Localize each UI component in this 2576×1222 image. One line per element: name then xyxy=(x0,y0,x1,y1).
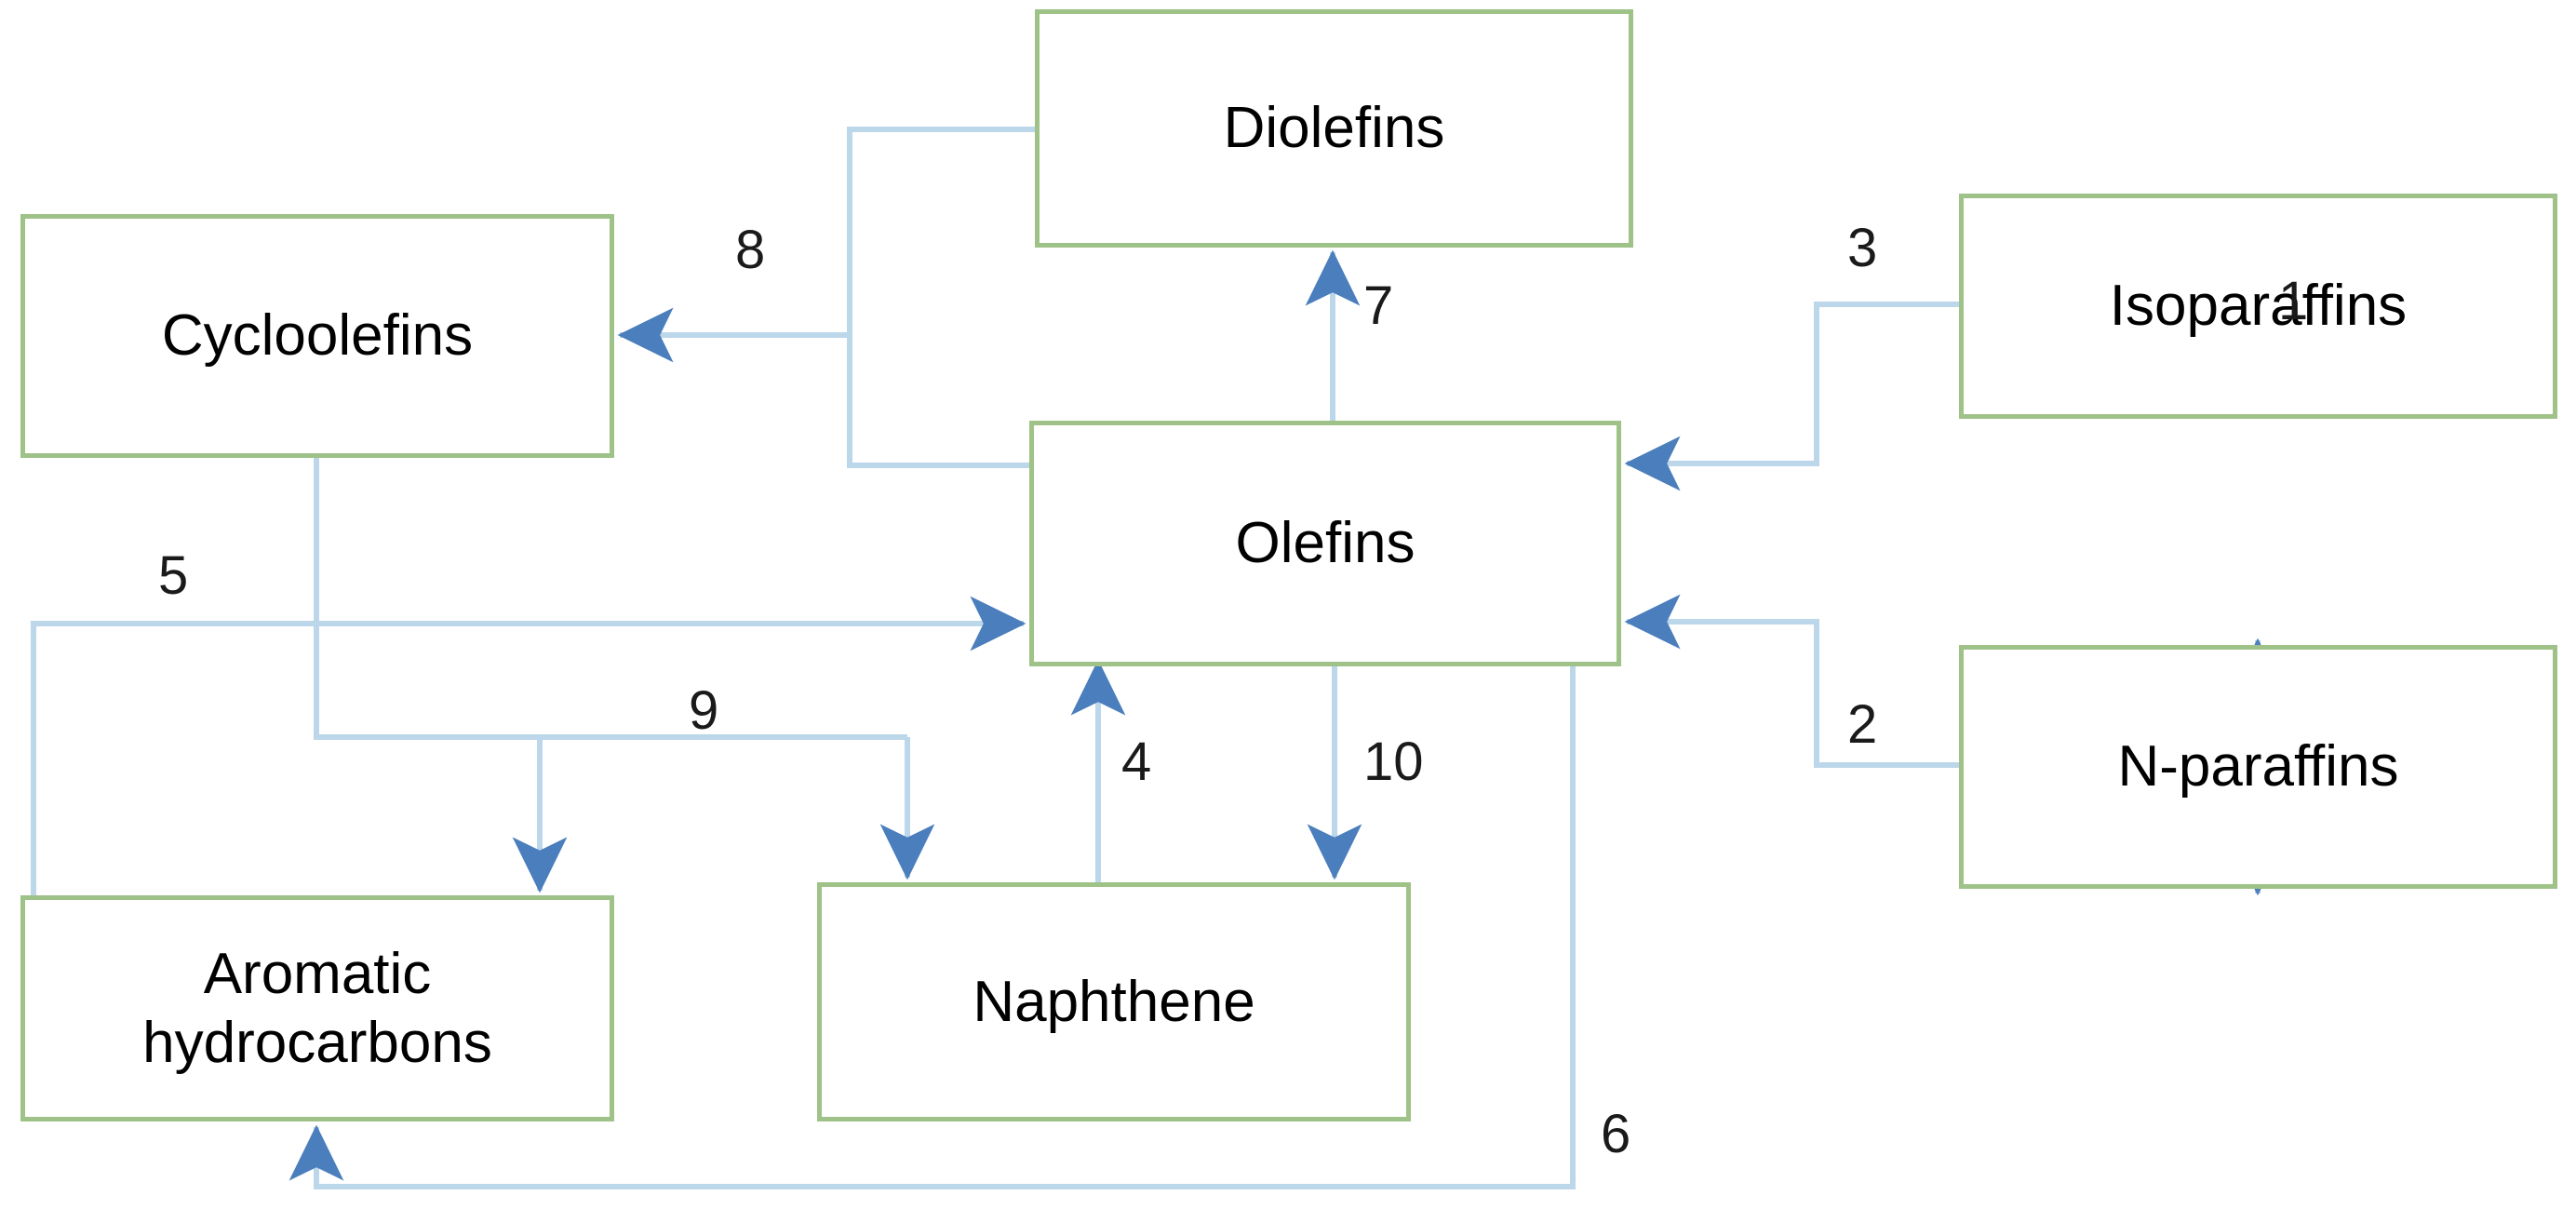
edge-label-3: 3 xyxy=(1847,218,1878,278)
edge-2-line xyxy=(1624,594,1959,768)
edge-label-9: 9 xyxy=(689,680,719,741)
edge-6-line xyxy=(288,666,1576,1189)
edge-8-line xyxy=(847,127,1035,468)
edge-3-line xyxy=(1624,302,1959,491)
node-isoparaffins[interactable]: Isoparaffins xyxy=(1959,194,2557,419)
edge-9-stem xyxy=(314,458,907,740)
edge-label-8: 8 xyxy=(735,220,766,280)
node-cycloolefins[interactable]: Cycloolefins xyxy=(20,214,614,458)
node-label: Isoparaffins xyxy=(2109,274,2408,339)
edge-label-6: 6 xyxy=(1601,1104,1631,1164)
node-aromatic-hydrocarbons[interactable]: Aromatic hydrocarbons xyxy=(20,895,614,1121)
node-label: Olefins xyxy=(1235,511,1415,576)
edge-5-line xyxy=(31,596,1026,931)
node-label: Naphthene xyxy=(973,969,1255,1034)
edge-label-2: 2 xyxy=(1847,694,1878,755)
node-label: N-paraffins xyxy=(2117,734,2399,799)
edge-label-5: 5 xyxy=(158,545,189,606)
edge-label-1: 1 xyxy=(2278,271,2309,331)
node-label: Cycloolefins xyxy=(161,303,474,369)
node-diolefins[interactable]: Diolefins xyxy=(1035,9,1633,248)
edge-label-4: 4 xyxy=(1121,732,1152,792)
node-nparaffins[interactable]: N-paraffins xyxy=(1959,645,2557,889)
edge-label-10: 10 xyxy=(1363,732,1424,792)
node-olefins[interactable]: Olefins xyxy=(1029,421,1621,666)
node-label: Aromatic hydrocarbons xyxy=(142,942,492,1075)
node-label: Diolefins xyxy=(1223,96,1445,161)
edge-label-7: 7 xyxy=(1363,275,1394,336)
node-naphthene[interactable]: Naphthene xyxy=(817,882,1411,1121)
